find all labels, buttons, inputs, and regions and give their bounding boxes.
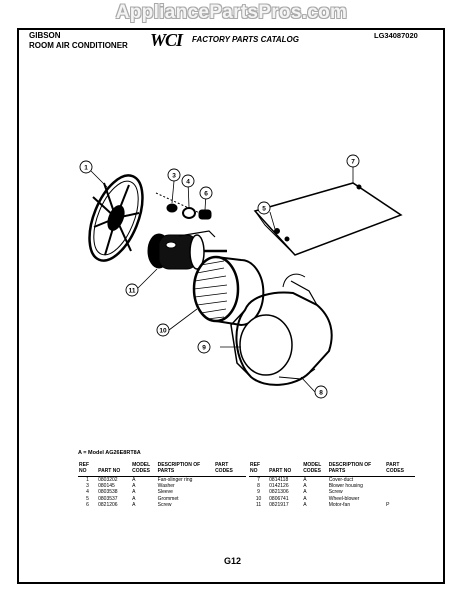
part-no-cell: 0803202 bbox=[98, 477, 118, 483]
parts-table-right: REF NO PART NO MODEL CODES DESCRIPTION O… bbox=[249, 462, 415, 508]
description-cell: Screw bbox=[157, 501, 172, 508]
model-code-cell: A bbox=[132, 489, 136, 496]
parts-row: 11 0821917 A Motor-fan P bbox=[249, 502, 415, 508]
description-cell: Sleeve bbox=[157, 489, 173, 496]
col-part-no: PART NO bbox=[97, 462, 132, 477]
model-code-cell: A bbox=[132, 495, 136, 502]
description-cell: Fan-slinger ring bbox=[157, 477, 193, 483]
part-no-cell: 0803537 bbox=[98, 495, 118, 502]
part-code-cell bbox=[385, 477, 415, 484]
description-cell: Cover-duct bbox=[328, 477, 354, 483]
col-model-codes: MODEL CODES bbox=[302, 462, 328, 477]
ref-no-cell: 1 bbox=[86, 477, 89, 483]
ref-no-cell: 7 bbox=[257, 477, 260, 483]
parts-row: 9 0821306 A Screw bbox=[249, 489, 415, 495]
part-no-cell: 0821917 bbox=[269, 501, 289, 508]
col-description: DESCRIPTION OF PARTS bbox=[327, 462, 386, 477]
parts-row: 8 0142126 A Blower housing bbox=[249, 483, 415, 489]
exploded-parts-diagram bbox=[88, 161, 403, 393]
parts-row: 7 0814118 A Cover-duct bbox=[249, 477, 415, 484]
part-no-cell: 0803538 bbox=[98, 489, 118, 496]
part-no-cell: 0806741 bbox=[269, 495, 289, 502]
model-note: A = Model AG26E8RT8A bbox=[78, 450, 141, 456]
product-type: ROOM AIR CONDITIONER bbox=[29, 41, 128, 50]
part-no-cell: 0821306 bbox=[269, 489, 289, 496]
ref-no-cell: 5 bbox=[86, 495, 89, 502]
description-cell: Wheel-blower bbox=[328, 495, 360, 502]
brand-name: GIBSON bbox=[29, 31, 61, 40]
parts-table-left: REF NO PART NO MODEL CODES DESCRIPTION O… bbox=[78, 462, 246, 508]
col-part-codes: PART CODES bbox=[385, 462, 415, 477]
duct-cover bbox=[253, 182, 403, 256]
description-cell: Blower housing bbox=[328, 483, 363, 490]
part-no-cell: 0821206 bbox=[98, 501, 118, 508]
ref-no-cell: 6 bbox=[86, 501, 89, 508]
model-code-cell: A bbox=[303, 501, 307, 508]
catalog-code: LG34087020 bbox=[374, 31, 418, 40]
col-ref-no: REF NO bbox=[249, 462, 269, 477]
description-cell: Screw bbox=[328, 489, 343, 496]
model-code-cell: A bbox=[132, 477, 136, 483]
part-code-cell bbox=[214, 502, 246, 508]
watermark: AppliancePartsPros.com bbox=[115, 2, 348, 23]
col-ref-no: REF NO bbox=[78, 462, 98, 477]
catalog-title: FACTORY PARTS CATALOG bbox=[192, 35, 299, 44]
parts-table-header: REF NO PART NO MODEL CODES DESCRIPTION O… bbox=[249, 462, 415, 477]
model-code-cell: A bbox=[303, 495, 307, 502]
model-code-cell: A bbox=[303, 477, 307, 483]
ref-no-cell: 11 bbox=[255, 501, 262, 508]
part-no-cell: 0814118 bbox=[269, 477, 289, 483]
wci-logo: WCI bbox=[150, 30, 183, 50]
description-cell: Motor-fan bbox=[328, 501, 351, 508]
blower-wheel bbox=[192, 255, 265, 327]
model-code-cell: A bbox=[303, 489, 307, 496]
col-part-codes: PART CODES bbox=[214, 462, 246, 477]
page-number: G12 bbox=[224, 556, 242, 566]
description-cell: Grommet bbox=[157, 495, 179, 502]
ref-no-cell: 10 bbox=[255, 495, 262, 502]
ref-no-cell: 9 bbox=[257, 489, 260, 496]
fan-motor bbox=[147, 230, 227, 270]
ref-no-cell: 4 bbox=[86, 489, 89, 496]
model-code-cell: A bbox=[132, 483, 136, 490]
col-description: DESCRIPTION OF PARTS bbox=[156, 462, 215, 477]
ref-no-cell: 8 bbox=[257, 483, 260, 490]
page-frame bbox=[17, 28, 445, 584]
fan-slinger-ring bbox=[88, 174, 144, 262]
parts-row: 4 0803538 A Sleeve bbox=[78, 489, 246, 495]
parts-row: 10 0806741 A Wheel-blower bbox=[249, 496, 415, 502]
parts-row: 3 080145 A Washer bbox=[78, 483, 246, 489]
parts-row: 5 0803537 A Grommet bbox=[78, 496, 246, 502]
part-no-cell: 0142126 bbox=[269, 483, 289, 490]
description-cell: Washer bbox=[157, 483, 175, 490]
part-code-cell: P bbox=[386, 501, 390, 508]
model-code-cell: A bbox=[132, 501, 136, 508]
blower-housing bbox=[230, 273, 333, 386]
col-part-no: PART NO bbox=[268, 462, 303, 477]
ref-no-cell: 3 bbox=[86, 483, 89, 490]
parts-row: 1 0803202 A Fan-slinger ring bbox=[78, 477, 246, 484]
col-model-codes: MODEL CODES bbox=[131, 462, 157, 477]
part-no-cell: 080145 bbox=[98, 483, 115, 490]
part-code-cell bbox=[214, 477, 246, 484]
parts-table-header: REF NO PART NO MODEL CODES DESCRIPTION O… bbox=[78, 462, 246, 477]
model-code-cell: A bbox=[303, 483, 307, 490]
small-parts bbox=[155, 192, 212, 220]
parts-row: 6 0821206 A Screw bbox=[78, 502, 246, 508]
